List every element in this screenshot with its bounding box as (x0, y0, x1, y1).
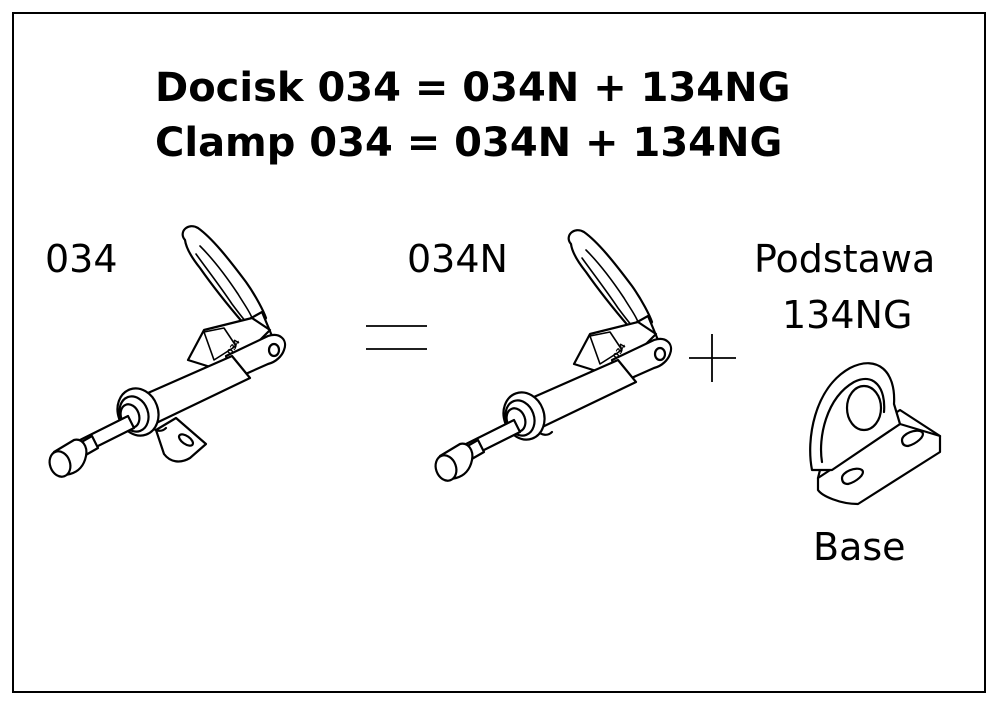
label-base: Base (813, 525, 906, 569)
title-english: Clamp 034 = 034N + 134NG (155, 120, 783, 166)
clamp-drawing (431, 229, 673, 485)
title-polish: Docisk 034 = 034N + 134NG (155, 65, 791, 111)
clamp-with-base-drawing (45, 225, 287, 481)
label-134ng: 134NG (782, 293, 913, 337)
label-podstawa: Podstawa (754, 237, 936, 281)
label-034n: 034N (407, 237, 508, 281)
plus-sign (689, 334, 736, 382)
equals-sign (366, 325, 427, 350)
mounting-base-drawing (809, 362, 942, 506)
label-034: 034 (45, 237, 118, 281)
diagram-frame (12, 12, 986, 693)
